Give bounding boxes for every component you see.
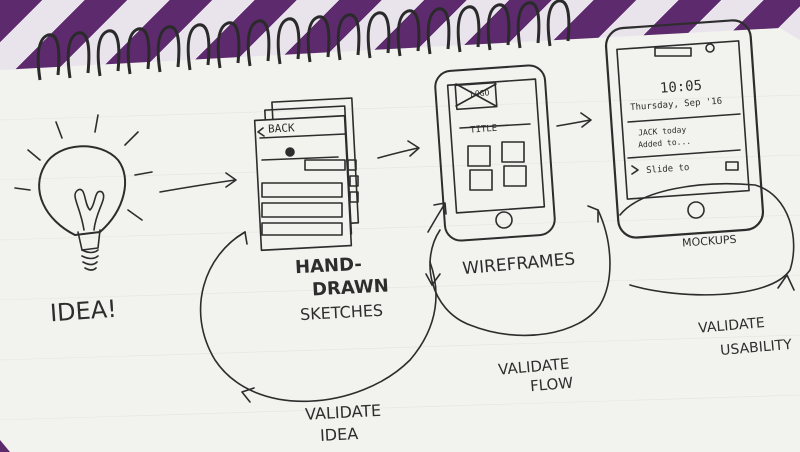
validate-usability-1: VALIDATE (698, 315, 766, 337)
wireframe-phone-drawing (434, 64, 556, 242)
arrow-wireframes-to-mockups (556, 112, 592, 128)
validate-idea-1: VALIDATE (305, 401, 382, 424)
hand-label: HAND- (295, 254, 363, 278)
validate-flow-2: FLOW (529, 374, 574, 396)
arrow-into-wireframes-head (433, 202, 447, 215)
arrow-into-wireframes (427, 204, 445, 233)
validate-usability-2: USABILITY (720, 337, 793, 359)
paper-grid (0, 94, 800, 421)
spiral-binding (36, 0, 571, 81)
cycle-loop-usability (619, 182, 795, 296)
mock-event-2: Added to... (638, 137, 691, 150)
arrow-idea-to-sketches (159, 172, 237, 193)
mockup-phone-drawing (604, 19, 765, 239)
mock-slide: Slide to (646, 163, 690, 176)
cycle-loop-idea (199, 231, 437, 403)
title-label: TITLE (470, 124, 498, 136)
arrow-sketches-to-wireframes (377, 140, 420, 159)
lightbulb-icon (14, 114, 153, 271)
mock-time: 10:05 (659, 78, 702, 97)
mockups-label: MOCKUPS (682, 233, 737, 250)
sketch-screens-drawing (253, 97, 360, 252)
drawn-label: DRAWN (312, 275, 390, 300)
cycle-loop-flow (425, 205, 611, 337)
mock-event-1: JACK today (638, 125, 687, 137)
sketches-label: SKETCHES (300, 301, 384, 324)
logo-label: LOGO (470, 88, 490, 98)
paper-sheet (0, 28, 800, 452)
idea-label: IDEA! (49, 295, 118, 328)
back-label: BACK (268, 121, 296, 135)
validate-idea-2: IDEA (320, 424, 359, 445)
